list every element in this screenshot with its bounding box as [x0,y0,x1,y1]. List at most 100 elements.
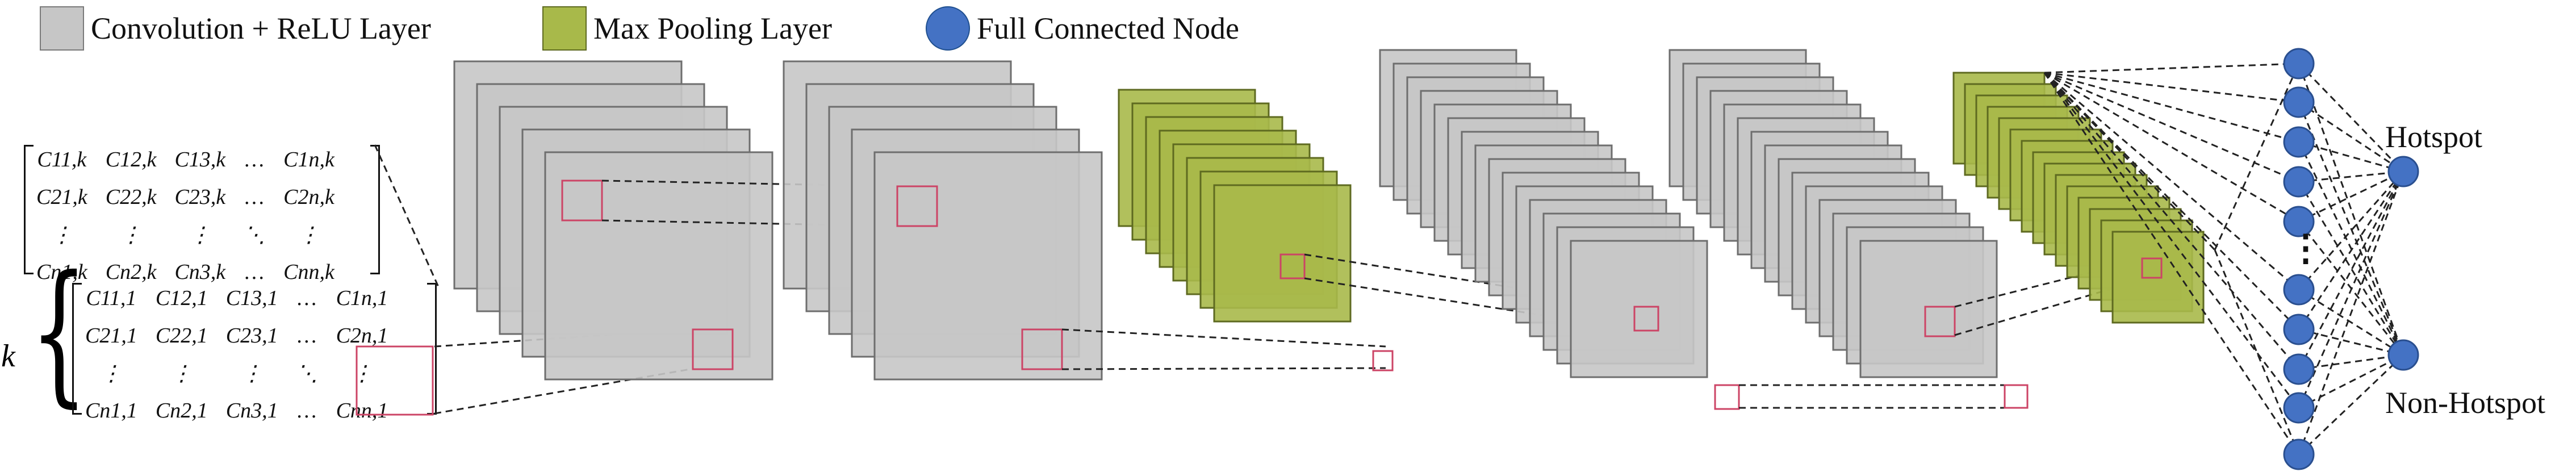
matrix-k-cell: … [245,185,265,209]
matrix-k-cell: Cn3,k [174,260,226,284]
fc-input-line [2043,72,2216,251]
fc-input-line [2043,72,2300,370]
matrix-k-cell: Cnn,k [283,260,334,284]
legend-fc-label: Full Connected Node [977,11,1239,45]
fc-node [2283,314,2315,345]
pool1-output-box [1372,350,1394,371]
matrix-k-cell: ⋮ [120,223,142,247]
conv4-window-box [1924,306,1956,337]
fc-input-line [2044,72,2299,183]
output-line [2298,171,2404,370]
conv4-feature-map [1859,240,1998,378]
output-line [2298,63,2404,356]
output-line [2298,62,2404,173]
matrix-k-cell: … [245,260,265,284]
legend-pool-label: Max Pooling Layer [593,11,832,45]
matrix-k-cell: C1n,k [283,148,334,172]
matrix-k-cell: ⋮ [51,223,73,247]
connection-line [1061,328,1386,348]
matrix-1-cell: C23,1 [225,324,278,348]
output-line [2298,289,2404,356]
pool2-window-box [2141,257,2163,279]
output-line [2298,171,2404,455]
conv-swatch-icon [40,6,84,51]
matrix-k-cell: ⋮ [189,223,211,247]
legend-pool: Max Pooling Layer [542,6,832,51]
fc-input-line [2043,72,2300,331]
matrix-k-row: ⋮⋮⋮⋱⋮ [27,216,344,253]
matrix-k-cell: ⋮ [298,223,320,247]
output-line [2298,171,2404,330]
matrix-1-cell: Cnn,1 [336,399,388,423]
fc-node [2283,126,2315,158]
matrix-1-cell: ⋮ [241,361,263,386]
fc-ellipsis: ⋮ [2288,228,2324,268]
conv2-feature-map [873,151,1103,381]
hotspot-output-node [2387,156,2419,187]
matrix-1-cell: Cn3,1 [225,399,278,423]
depth-line [374,144,440,287]
matrix-1-cell: C11,1 [86,286,137,310]
matrix-1-row: ⋮⋮⋮⋱⋮ [76,354,397,392]
conv3-window-box [1633,306,1659,332]
non-hotspot-label: Non-Hotspot [2385,386,2545,420]
pool1-feature-map [1213,184,1352,323]
output-line [2298,101,2404,173]
fc-node [2283,48,2315,80]
output-line [2298,141,2404,356]
matrix-1-cell: ⋮ [170,361,193,386]
output-line [2298,141,2404,173]
fc-node [2283,392,2315,424]
output-line [2298,354,2404,370]
fc-node [2283,206,2315,237]
legend-conv-label: Convolution + ReLU Layer [91,11,431,45]
matrix-1-cell: C12,1 [155,286,208,310]
matrix-k-cell: C21,k [36,185,87,209]
output-line [2298,170,2404,223]
fc-input-line [2044,72,2299,103]
fc-node [2283,86,2315,118]
matrix-1-cell: … [297,286,317,310]
pool-swatch-icon [542,6,587,51]
matrix-1-cell: … [297,324,317,348]
conv4-output-box [2004,384,2029,409]
conv3-feature-map [1570,240,1708,378]
matrix-k-cell: C12,k [105,148,157,172]
conv2-output-box [1021,328,1063,370]
matrix-1-cell: ⋮ [100,361,122,386]
input-window-box [356,345,434,416]
matrix-k-cell: Cn1,k [36,260,87,284]
non-hotspot-output-node [2387,339,2419,371]
matrix-k-cell: C11,k [37,148,87,172]
fc-node-swatch-icon [926,6,970,51]
matrix-k-left-bracket [24,145,34,274]
output-line [2298,171,2404,408]
matrix-1-cell: C21,1 [85,324,137,348]
fc-node [2283,274,2315,306]
output-line [2298,171,2404,290]
matrix-k-cell: … [245,148,265,172]
connection-line [601,179,898,187]
fc-node [2283,166,2315,198]
matrix-1-left-bracket [72,283,82,415]
output-line [2298,170,2404,183]
fc-node [2283,439,2315,470]
conv3-output-box [1714,384,1740,410]
conv1-output-box [692,328,734,370]
output-line [2298,354,2404,409]
matrix-1-cell: C13,1 [225,286,278,310]
k-label: k [1,339,15,374]
fc-input-line [2214,249,2300,455]
legend: Convolution + ReLU Layer Max Pooling Lay… [0,0,1363,57]
hotspot-label: Hotspot [2385,120,2483,154]
conv1-feature-map [544,151,773,381]
matrix-1-cell: Cn1,1 [85,399,137,423]
fc-input-line [2043,72,2300,455]
